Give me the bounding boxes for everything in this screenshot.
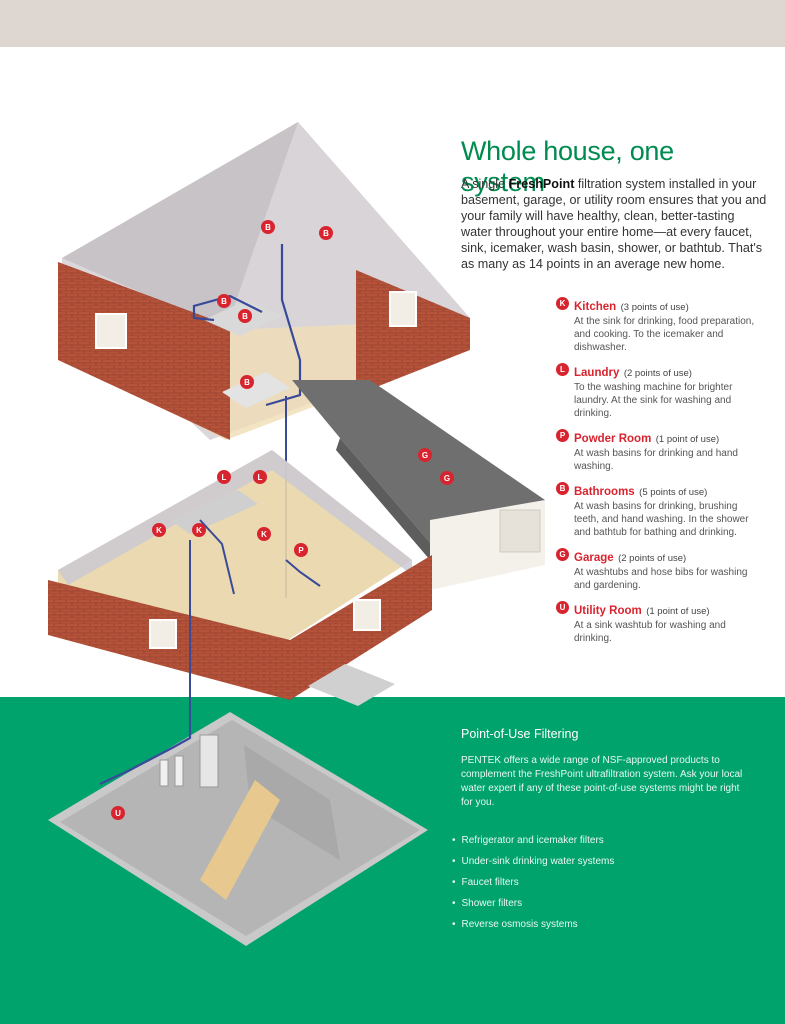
svg-text:K: K: [261, 530, 267, 539]
main-floor: [48, 380, 545, 706]
marker-l-2: L: [253, 470, 267, 484]
svg-text:B: B: [265, 223, 271, 232]
svg-text:G: G: [444, 474, 450, 483]
pou-list: Refrigerator and icemaker filters Under-…: [452, 834, 615, 939]
svg-text:B: B: [221, 297, 227, 306]
headline: Whole house, one system: [461, 136, 674, 197]
point-bathrooms: B Bathrooms (5 points of use) At wash ba…: [556, 482, 756, 539]
list-item: Under-sink drinking water systems: [452, 855, 615, 876]
list-item: Faucet filters: [452, 876, 614, 897]
point-note: (2 points of use): [623, 368, 692, 379]
svg-text:G: G: [422, 451, 428, 460]
point-title: Powder Room: [574, 433, 652, 445]
pou-paragraph: PENTEK offers a wide range of NSF-approv…: [461, 755, 743, 808]
marker-p: P: [294, 543, 308, 557]
badge-g: G: [556, 548, 569, 561]
point-laundry: L Laundry (2 points of use) To the washi…: [556, 363, 756, 420]
point-desc: At the sink for drinking, food preparati…: [574, 316, 755, 353]
point-title: Garage: [574, 552, 614, 564]
marker-b-upper-5: B: [240, 375, 254, 389]
svg-text:U: U: [115, 809, 121, 818]
point-desc: At wash basins for drinking, brushing te…: [574, 501, 749, 538]
point-note: (3 points of use): [620, 302, 689, 313]
point-powder-room: P Powder Room (1 point of use) At wash b…: [556, 429, 756, 473]
point-note: (2 points of use): [618, 553, 687, 564]
point-title: Kitchen: [574, 301, 617, 313]
intro-body: filtration system installed in your base…: [461, 177, 767, 271]
badge-u: U: [556, 601, 569, 614]
marker-b-upper-4: B: [238, 309, 252, 323]
point-note: (5 points of use): [639, 487, 708, 498]
list-item: Reverse osmosis systems: [452, 918, 614, 939]
svg-text:P: P: [298, 546, 304, 555]
svg-text:L: L: [258, 473, 263, 482]
marker-g-2: G: [440, 471, 454, 485]
intro-lead: A single: [461, 177, 509, 191]
svg-text:L: L: [222, 473, 227, 482]
intro-brand: FreshPoint: [508, 177, 575, 191]
marker-k-3: K: [257, 527, 271, 541]
badge-l: L: [556, 363, 569, 376]
point-title: Bathrooms: [574, 486, 635, 498]
marker-k-2: K: [192, 523, 206, 537]
svg-text:K: K: [196, 526, 202, 535]
upper-floor: [58, 122, 470, 440]
list-item: Refrigerator and icemaker filters: [452, 834, 614, 855]
basement: [48, 712, 428, 946]
marker-b-upper-2: B: [319, 226, 333, 240]
point-note: (1 point of use): [646, 606, 710, 617]
svg-text:B: B: [244, 378, 250, 387]
marker-g-1: G: [418, 448, 432, 462]
marker-k-1: K: [152, 523, 166, 537]
badge-k: K: [556, 297, 569, 310]
point-desc: At wash basins for drinking and hand was…: [574, 448, 738, 472]
points-of-use-list: K Kitchen (3 points of use) At the sink …: [556, 297, 756, 654]
point-desc: At a sink washtub for washing and drinki…: [574, 620, 726, 644]
marker-b-upper-1: B: [261, 220, 275, 234]
point-utility-room: U Utility Room (1 point of use) At a sin…: [556, 601, 756, 645]
marker-l-1: L: [217, 470, 231, 484]
badge-p: P: [556, 429, 569, 442]
top-band: [0, 0, 785, 47]
point-kitchen: K Kitchen (3 points of use) At the sink …: [556, 297, 756, 354]
point-garage: G Garage (2 points of use) At washtubs a…: [556, 548, 756, 592]
pou-title: Point-of-Use Filtering: [461, 727, 579, 741]
svg-text:K: K: [156, 526, 162, 535]
svg-text:B: B: [242, 312, 248, 321]
point-desc: To the washing machine for brighter laun…: [574, 382, 733, 419]
point-title: Laundry: [574, 367, 620, 379]
list-item: Shower filters: [452, 897, 614, 918]
svg-text:B: B: [323, 229, 329, 238]
intro-paragraph: A single FreshPoint filtration system in…: [461, 176, 767, 272]
point-desc: At washtubs and hose bibs for washing an…: [574, 567, 748, 591]
point-title: Utility Room: [574, 605, 642, 617]
marker-b-upper-3: B: [217, 294, 231, 308]
marker-u: U: [111, 806, 125, 820]
point-note: (1 point of use): [655, 434, 720, 445]
badge-b: B: [556, 482, 569, 495]
